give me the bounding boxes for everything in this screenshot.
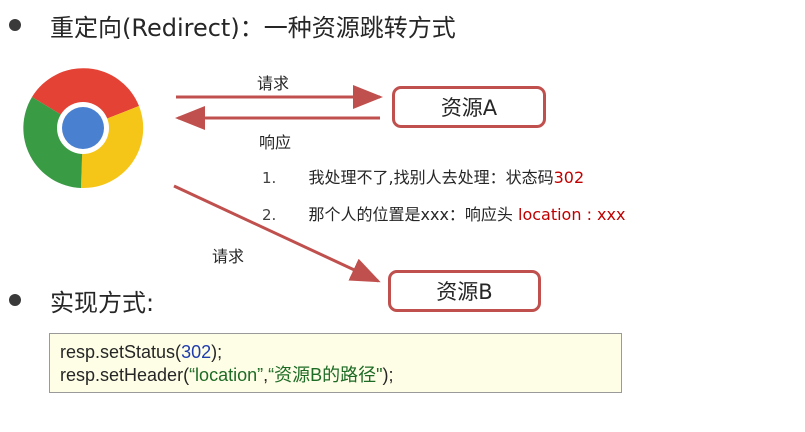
request-label-a: 请求 <box>257 74 290 93</box>
code-string: “location” <box>189 365 264 385</box>
code-line-1: resp.setStatus(302); <box>60 342 223 362</box>
status-code: 302 <box>553 168 585 187</box>
response-label-a: 响应 <box>259 133 292 152</box>
step-text: 我处理不了,找别人去处理：状态码 <box>308 168 554 187</box>
page-title: 重定向(Redirect)：一种资源跳转方式 <box>50 14 456 42</box>
step-number: 1. <box>262 169 277 187</box>
step-1: 1. 我处理不了,找别人去处理：状态码302 <box>262 164 584 188</box>
step-number: 2. <box>262 206 277 224</box>
resource-a-box: 资源A <box>392 86 546 128</box>
bullet <box>9 294 21 306</box>
step-2: 2. 那个人的位置是xxx：响应头 location : xxx <box>262 201 625 225</box>
code-number: 302 <box>181 342 212 362</box>
code-block: resp.setStatus(302); resp.setHeader(“loc… <box>49 333 622 393</box>
request-label-b: 请求 <box>212 247 245 266</box>
bullet <box>9 19 21 31</box>
resource-b-box: 资源B <box>388 270 541 312</box>
implementation-heading: 实现方式: <box>50 289 155 317</box>
chrome-icon <box>23 68 144 189</box>
code-line-2: resp.setHeader(“location”,“资源B的路径"); <box>60 365 394 385</box>
step-text: 那个人的位置是xxx：响应头 <box>308 205 518 224</box>
location-header: location : xxx <box>518 205 626 224</box>
code-string: “资源B的路径" <box>268 365 383 385</box>
